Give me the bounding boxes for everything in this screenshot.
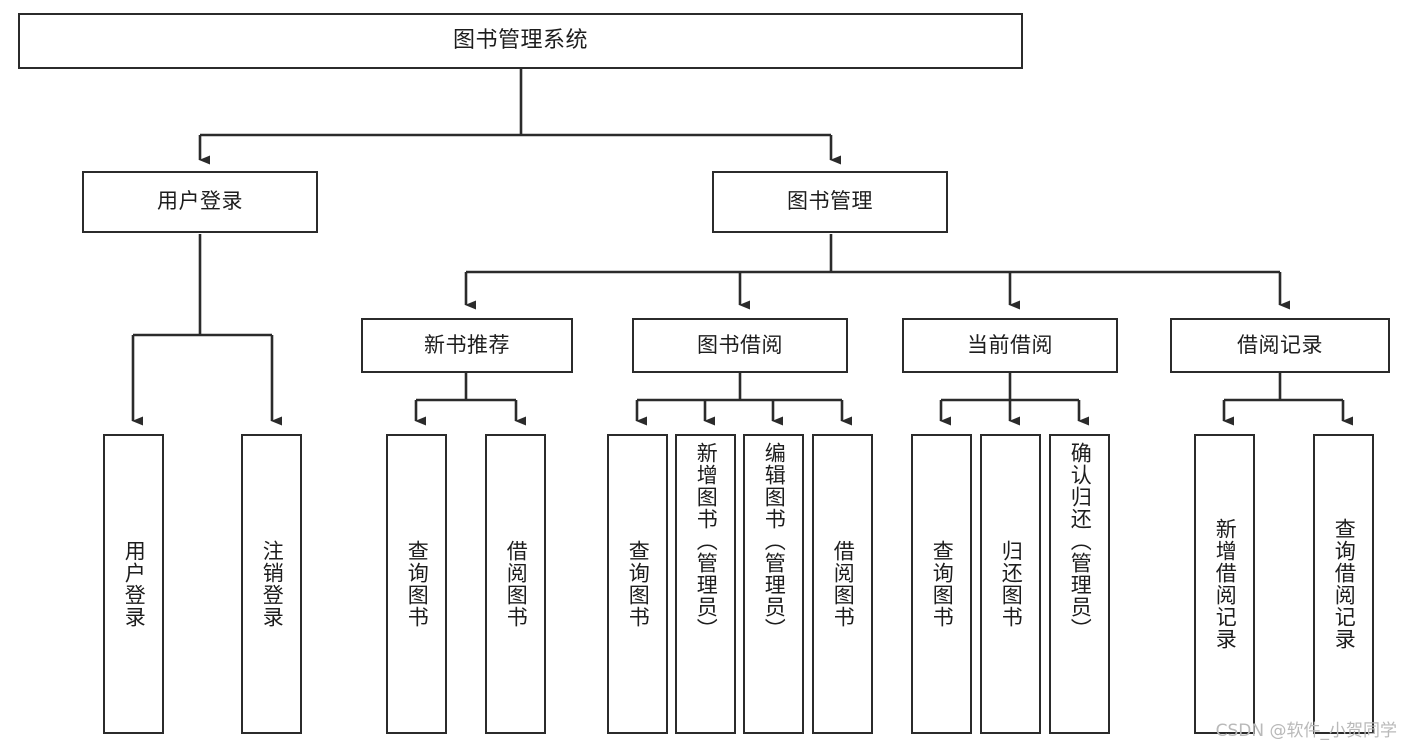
node-leaf-query-book-recommend-label: 查询图书 [405, 540, 430, 628]
node-leaf-edit-book-admin[interactable]: 编辑图书（管理员） [743, 434, 804, 734]
node-current-borrow-label: 当前借阅 [967, 332, 1053, 357]
node-book-management-label: 图书管理 [787, 189, 873, 214]
node-leaf-query-book-recommend[interactable]: 查询图书 [386, 434, 447, 734]
node-leaf-user-login[interactable]: 用户登录 [103, 434, 164, 734]
node-leaf-borrow-book-recommend[interactable]: 借阅图书 [485, 434, 546, 734]
node-leaf-query-book-current[interactable]: 查询图书 [911, 434, 972, 734]
node-current-borrow[interactable]: 当前借阅 [902, 318, 1118, 373]
node-leaf-user-login-label: 用户登录 [122, 540, 147, 628]
node-new-book-recommend-label: 新书推荐 [424, 332, 510, 357]
node-book-borrow-label: 图书借阅 [697, 332, 783, 357]
node-leaf-query-book-current-label: 查询图书 [930, 540, 955, 628]
node-leaf-logout[interactable]: 注销登录 [241, 434, 302, 734]
node-leaf-query-borrow-record[interactable]: 查询借阅记录 [1313, 434, 1374, 734]
node-leaf-add-borrow-record[interactable]: 新增借阅记录 [1194, 434, 1255, 734]
node-leaf-add-book-admin-label: 新增图书（管理员） [694, 442, 719, 640]
node-leaf-confirm-return-admin[interactable]: 确认归还（管理员） [1049, 434, 1110, 734]
node-user-login-label: 用户登录 [157, 189, 243, 214]
node-leaf-borrow-book-recommend-label: 借阅图书 [504, 540, 529, 628]
node-leaf-query-borrow-record-label: 查询借阅记录 [1332, 518, 1357, 650]
node-borrow-record[interactable]: 借阅记录 [1170, 318, 1390, 373]
node-leaf-return-book-label: 归还图书 [999, 540, 1024, 628]
node-book-management[interactable]: 图书管理 [712, 171, 948, 233]
node-leaf-confirm-return-admin-label: 确认归还（管理员） [1068, 442, 1093, 640]
node-user-login[interactable]: 用户登录 [82, 171, 318, 233]
node-leaf-query-book-borrow-label: 查询图书 [626, 540, 651, 628]
node-borrow-record-label: 借阅记录 [1237, 332, 1323, 357]
node-leaf-add-book-admin[interactable]: 新增图书（管理员） [675, 434, 736, 734]
node-leaf-borrow-book[interactable]: 借阅图书 [812, 434, 873, 734]
node-root-library-system[interactable]: 图书管理系统 [18, 13, 1023, 69]
node-leaf-add-borrow-record-label: 新增借阅记录 [1213, 518, 1238, 650]
node-book-borrow[interactable]: 图书借阅 [632, 318, 848, 373]
node-leaf-edit-book-admin-label: 编辑图书（管理员） [762, 442, 787, 640]
node-leaf-borrow-book-label: 借阅图书 [831, 540, 856, 628]
node-leaf-query-book-borrow[interactable]: 查询图书 [607, 434, 668, 734]
node-leaf-logout-label: 注销登录 [260, 540, 285, 628]
node-root-label: 图书管理系统 [452, 27, 588, 53]
node-leaf-return-book[interactable]: 归还图书 [980, 434, 1041, 734]
node-new-book-recommend[interactable]: 新书推荐 [361, 318, 573, 373]
